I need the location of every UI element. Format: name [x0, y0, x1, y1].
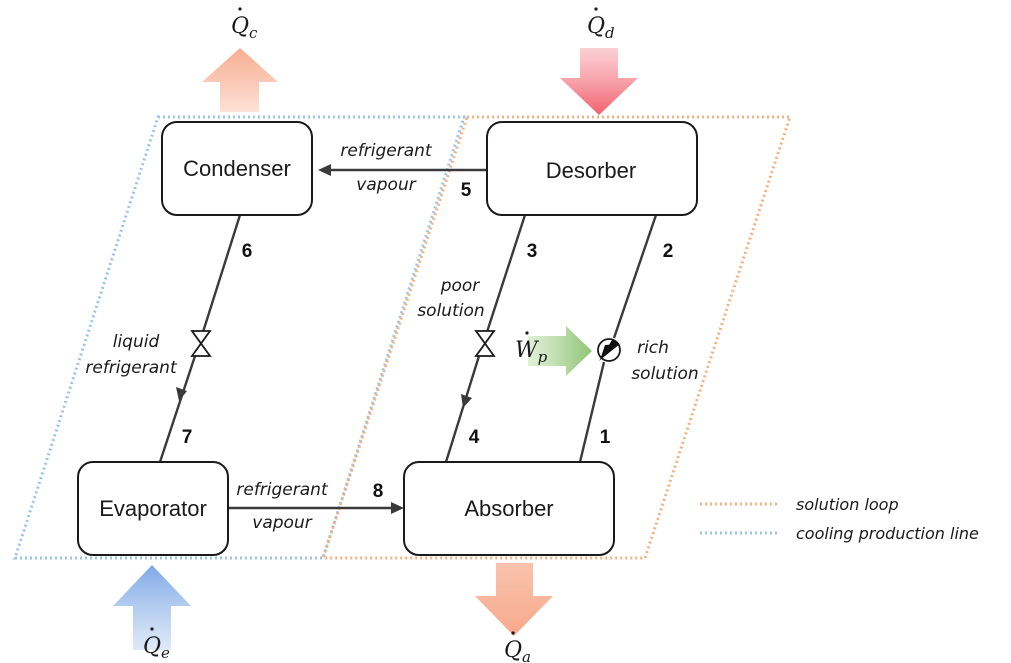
pipe-arrowhead-8 — [391, 502, 404, 514]
flow-label-liquid-2: refrigerant — [85, 358, 178, 378]
state-point-2: 2 — [663, 241, 674, 262]
pipe-condenser-to-valve — [201, 214, 242, 333]
heat-condenser-label: Qc — [231, 7, 258, 42]
solution-pump — [597, 338, 621, 362]
pipe-arrowhead-5 — [318, 164, 331, 176]
pipe-desorber-to-valve — [485, 214, 527, 333]
q-c-symbol: Q — [231, 14, 249, 39]
svg-text:Qa: Qa — [504, 638, 531, 663]
svg-text:Qd: Qd — [587, 14, 615, 42]
state-point-7: 7 — [182, 427, 193, 448]
flow-label-top-2: vapour — [356, 175, 416, 195]
pipe-valve-to-evaporator — [158, 355, 197, 463]
heat-in-desorber-arrow — [560, 48, 638, 115]
solution-loop-region — [320, 115, 793, 560]
flow-label-bottom-2: vapour — [252, 513, 312, 533]
pipe-pump-to-desorber — [612, 214, 658, 339]
evaporator-box: Evaporator — [77, 461, 229, 556]
condenser-label: Condenser — [183, 156, 291, 181]
q-e-symbol: Q — [143, 634, 161, 659]
pipe-valve-to-absorber — [444, 355, 481, 463]
svg-text:Qc: Qc — [231, 14, 258, 42]
heat-in-evaporator-arrow — [113, 565, 191, 650]
q-c-subscript: c — [249, 24, 258, 42]
state-point-8: 8 — [373, 481, 384, 502]
state-point-6: 6 — [242, 241, 253, 262]
desorber-label: Desorber — [546, 158, 636, 183]
evaporator-label: Evaporator — [99, 496, 207, 521]
expansion-valve-refrigerant — [190, 330, 212, 357]
flow-label-liquid-1: liquid — [113, 332, 160, 352]
pipe-arrowhead-7 — [176, 387, 187, 401]
state-point-4: 4 — [469, 427, 480, 448]
pipe-absorber-to-pump — [578, 361, 606, 463]
pipe-arrowhead-4 — [461, 394, 472, 408]
w-p-symbol: W — [515, 338, 540, 363]
absorber-box: Absorber — [403, 461, 615, 556]
legend-cooling-line-label: cooling production line — [796, 524, 979, 543]
flow-label-bottom-1: refrigerant — [236, 480, 329, 500]
svg-text:Wp: Wp — [515, 338, 548, 366]
state-point-3: 3 — [527, 241, 538, 262]
flow-label-poor-1: poor — [440, 276, 481, 296]
q-a-subscript: a — [522, 648, 531, 663]
flow-label-rich-1: rich — [637, 338, 669, 358]
svg-text:Qe: Qe — [143, 634, 170, 662]
cooling-production-line-region — [12, 115, 467, 560]
legend: solution loop cooling production line — [700, 495, 979, 543]
heat-evaporator-label: Qe — [143, 627, 170, 662]
flow-label-poor-2: solution — [417, 301, 484, 321]
q-a-symbol: Q — [504, 638, 522, 663]
q-d-symbol: Q — [587, 14, 605, 39]
state-point-1: 1 — [600, 427, 611, 448]
heat-desorber-label: Qd — [587, 7, 615, 42]
legend-solution-loop-label: solution loop — [796, 495, 899, 514]
pump-work-label: Wp — [515, 331, 548, 366]
heat-out-condenser-arrow — [202, 48, 278, 112]
heat-out-absorber-arrow — [475, 563, 553, 636]
flow-label-rich-2: solution — [631, 364, 698, 384]
q-d-subscript: d — [605, 24, 615, 42]
pump-work-arrow — [528, 326, 592, 376]
heat-absorber-label: Qa — [504, 631, 531, 663]
w-p-subscript: p — [538, 348, 548, 366]
flow-label-top-1: refrigerant — [340, 141, 433, 161]
q-e-subscript: e — [161, 644, 170, 662]
condenser-box: Condenser — [161, 121, 313, 216]
absorber-label: Absorber — [464, 496, 553, 521]
desorber-box: Desorber — [486, 121, 698, 216]
expansion-valve-solution — [474, 330, 496, 357]
state-point-5: 5 — [461, 180, 472, 201]
